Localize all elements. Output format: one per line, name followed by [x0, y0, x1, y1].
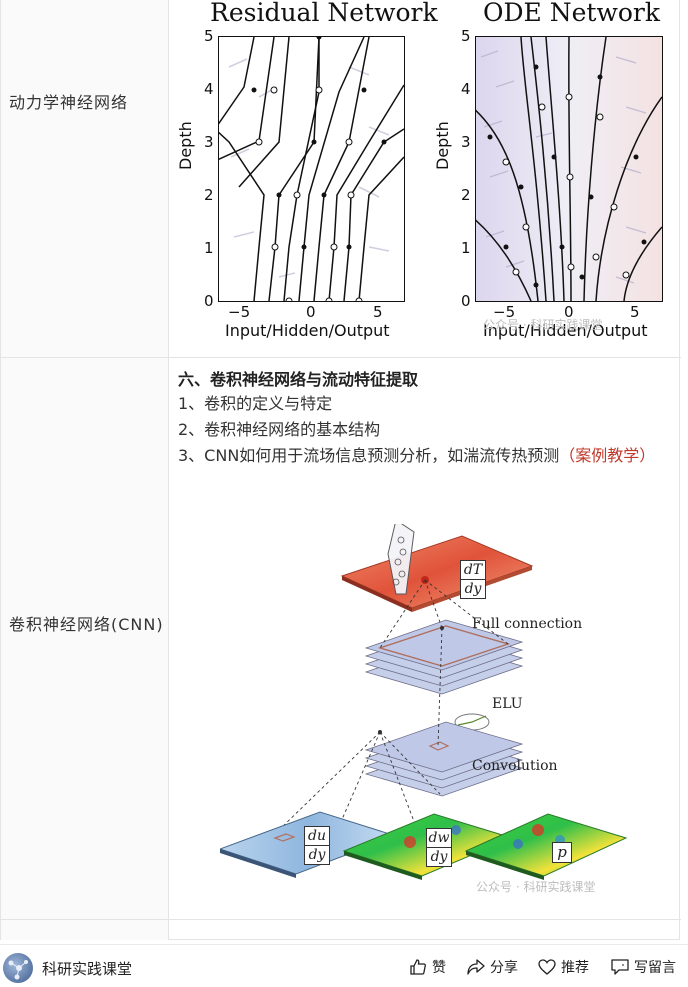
- left-x-tick: −5: [228, 303, 251, 321]
- left-x-tick: 0: [306, 303, 316, 321]
- section-item: 1、卷积的定义与特定: [178, 394, 333, 413]
- row-label-cell: 动力学神经网络: [1, 0, 169, 357]
- right-y-tick: 4: [461, 80, 471, 98]
- left-figure-title: Residual Network: [210, 0, 438, 27]
- left-x-tick: 5: [373, 303, 383, 321]
- left-y-tick: 1: [204, 239, 214, 257]
- section-item-text: 3、CNN如何用于流场信息预测分析，如湍流传热预测: [178, 446, 560, 465]
- share-button[interactable]: 分享: [466, 957, 518, 977]
- right-y-tick: 1: [461, 239, 471, 257]
- like-button[interactable]: 赞: [408, 957, 446, 977]
- right-x-label: Input/Hidden/Output: [483, 321, 648, 340]
- left-y-tick: 3: [204, 133, 214, 151]
- account-avatar[interactable]: [3, 953, 33, 983]
- comment-button[interactable]: 写留言: [610, 957, 676, 977]
- section-item: 3、CNN如何用于流场信息预测分析，如湍流传热预测（案例教学）: [178, 443, 678, 469]
- bottom-action-bar: 科研实践课堂 赞 分享 推荐 写留言: [0, 944, 688, 987]
- left-y-label: Depth: [176, 121, 195, 170]
- left-y-tick: 2: [204, 186, 214, 204]
- left-x-label: Input/Hidden/Output: [225, 321, 390, 340]
- fraction-numerator: dw: [428, 830, 450, 846]
- table-row: 动力学神经网络 Residual Network ODE Network: [1, 0, 681, 358]
- recommend-label: 推荐: [561, 960, 589, 976]
- figure-cell: Residual Network ODE Network: [170, 0, 681, 357]
- right-x-tick: −5: [493, 303, 516, 321]
- comment-icon: [611, 959, 629, 975]
- fraction-denominator: dy: [427, 847, 451, 866]
- input-label-du-dy: du dy: [304, 826, 330, 865]
- right-x-tick: 5: [630, 303, 640, 321]
- right-y-tick: 3: [461, 133, 471, 151]
- cnn-diagram: dT dy Full connection ELU Convolution du…: [218, 519, 640, 889]
- input-label-dw-dy: dw dy: [426, 828, 452, 867]
- content-cell: [170, 920, 681, 940]
- account-name[interactable]: 科研实践课堂: [42, 960, 133, 978]
- watermark: 公众号 · 科研实践课堂: [476, 880, 596, 894]
- share-label: 分享: [490, 960, 518, 976]
- row-label-cell: [1, 920, 169, 940]
- residual-trajectories: [214, 34, 405, 305]
- row-label: 卷积神经网络(CNN): [9, 615, 164, 634]
- right-y-tick: 0: [461, 292, 471, 310]
- fraction-denominator: dy: [461, 579, 485, 598]
- heart-icon: [538, 959, 556, 975]
- section-title: 六、卷积神经网络与流动特征提取: [178, 370, 419, 389]
- comment-label: 写留言: [634, 960, 676, 976]
- recommend-button[interactable]: 推荐: [537, 957, 589, 977]
- case-tag: （案例教学）: [559, 446, 656, 465]
- left-y-tick: 4: [204, 80, 214, 98]
- ode-trajectories: [471, 36, 663, 302]
- content-cell: 六、卷积神经网络与流动特征提取 1、卷积的定义与特定 2、卷积神经网络的基本结构…: [170, 358, 681, 919]
- convolution-label: Convolution: [472, 758, 558, 774]
- thumbs-up-icon: [410, 959, 426, 975]
- fraction-denominator: dy: [305, 845, 329, 864]
- course-table: 动力学神经网络 Residual Network ODE Network: [0, 0, 681, 940]
- full-connection-label: Full connection: [472, 616, 583, 632]
- table-row: 卷积神经网络(CNN) 六、卷积神经网络与流动特征提取 1、卷积的定义与特定 2…: [1, 358, 681, 920]
- watermark: 公众号 · 科研实践课堂: [483, 318, 603, 332]
- right-x-tick: 0: [564, 303, 574, 321]
- left-y-tick: 0: [204, 292, 214, 310]
- fraction-numerator: du: [308, 828, 326, 844]
- share-icon: [467, 959, 485, 975]
- row-label-cell: 卷积神经网络(CNN): [1, 358, 169, 919]
- right-y-tick: 5: [461, 27, 471, 45]
- output-label-dT-dy: dT dy: [460, 560, 486, 599]
- table-row: [1, 920, 681, 940]
- input-label-p: p: [552, 842, 572, 863]
- right-y-tick: 2: [461, 186, 471, 204]
- left-y-tick: 5: [204, 27, 214, 45]
- row-label: 动力学神经网络: [9, 93, 129, 112]
- residual-plot: [214, 34, 405, 305]
- right-figure-title: ODE Network: [483, 0, 661, 27]
- section-item: 2、卷积神经网络的基本结构: [178, 420, 381, 439]
- like-label: 赞: [432, 960, 446, 976]
- fraction-numerator: dT: [463, 562, 483, 578]
- ode-plot: [471, 36, 663, 302]
- molecule-icon: [8, 960, 28, 980]
- right-y-label: Depth: [433, 121, 452, 170]
- elu-label: ELU: [492, 696, 523, 712]
